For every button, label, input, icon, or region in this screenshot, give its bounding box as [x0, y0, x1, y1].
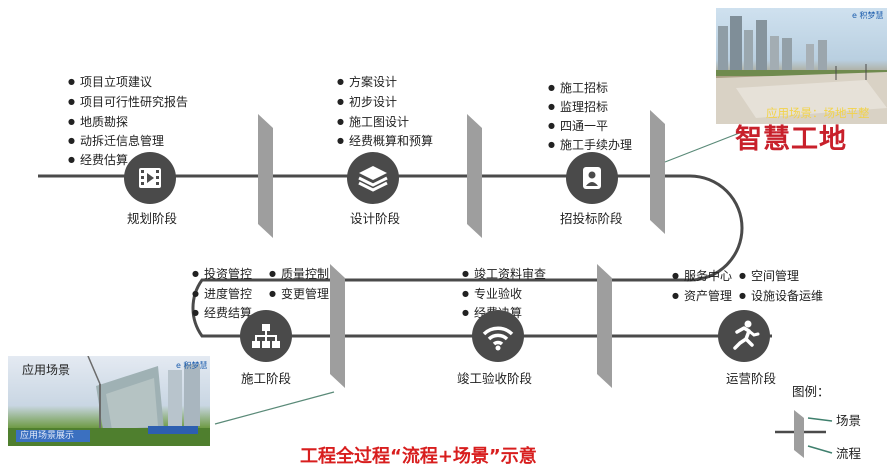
- list-item: 资产管理: [672, 290, 732, 302]
- list-item: 监理招标: [548, 101, 608, 113]
- stage-icon-design: [347, 152, 399, 204]
- list-item: 方案设计: [337, 76, 397, 88]
- person-icon: [583, 167, 601, 189]
- wifi-icon: [482, 326, 514, 351]
- scene-connector: [664, 131, 743, 163]
- stage-icon-acceptance: [472, 310, 524, 362]
- legend-arrow: [807, 445, 833, 454]
- stage-label: 设计阶段: [350, 211, 401, 226]
- stage-icon-bidding: [566, 152, 618, 204]
- stage-label: 招投标阶段: [560, 211, 623, 226]
- scene-photo-site-leveling: 应用场景：场地平整 e 积梦慧: [716, 8, 887, 124]
- legend-scene-label: 场景: [836, 413, 862, 428]
- video-icon: [139, 168, 161, 188]
- running-icon: [733, 320, 760, 350]
- org-chart-icon: [252, 324, 280, 348]
- stage-label: 竣工验收阶段: [457, 371, 533, 386]
- list-item: 项目立项建议: [68, 76, 152, 88]
- list-item: 进度管控: [192, 288, 252, 300]
- scene-divider: [467, 114, 482, 238]
- scene-photo-application: 应用场景 应用场景展示 e 积梦慧: [8, 356, 210, 446]
- scene-divider: [258, 114, 273, 238]
- legend-process-label: 流程: [836, 446, 862, 461]
- list-item: 项目可行性研究报告: [68, 96, 188, 108]
- scene-connector: [214, 391, 335, 425]
- list-item: 专业验收: [462, 288, 522, 300]
- stage-icon-operation: [718, 310, 770, 362]
- list-item: 地质勘探: [68, 116, 128, 128]
- brand-title: 智慧工地: [735, 124, 847, 155]
- list-item: 设施设备运维: [739, 290, 823, 302]
- scene-logo: e 积梦慧: [852, 11, 884, 20]
- list-item: 动拆迁信息管理: [68, 135, 164, 147]
- diagram-title: 工程全过程“流程+场景”示意: [300, 446, 537, 467]
- stage-icon-planning: [124, 152, 176, 204]
- list-item: 投资管控: [192, 268, 252, 280]
- list-item: 四通一平: [548, 120, 608, 132]
- stage-label: 运营阶段: [726, 371, 777, 386]
- scene-divider: [330, 264, 345, 388]
- list-item: 空间管理: [739, 270, 799, 282]
- list-item: 服务中心: [672, 270, 732, 282]
- list-item: 经费估算: [68, 154, 128, 166]
- list-item: 施工手续办理: [548, 139, 632, 151]
- layers-icon: [358, 166, 388, 192]
- legend-scene-marker: [794, 410, 804, 458]
- scene-caption: 应用场景: [22, 363, 71, 377]
- stage-label: 规划阶段: [127, 211, 178, 226]
- list-item: 施工招标: [548, 82, 608, 94]
- scene-divider: [650, 110, 665, 234]
- scene-logo: e 积梦慧: [176, 361, 208, 370]
- list-item: 质量控制: [269, 268, 329, 280]
- list-item: 经费结算: [192, 307, 252, 319]
- scene-sub-caption: 应用场景展示: [20, 431, 75, 441]
- list-item: 施工图设计: [337, 116, 409, 128]
- scene-divider: [597, 264, 612, 388]
- scene-caption: 应用场景：场地平整: [766, 106, 870, 120]
- stage-icon-construction: [240, 310, 292, 362]
- scene-illustration: [716, 16, 887, 124]
- scene-illustration: [8, 356, 210, 446]
- legend-title: 图例：: [792, 384, 830, 399]
- legend-arrow: [807, 417, 833, 422]
- list-item: 经费概算和预算: [337, 135, 433, 147]
- list-item: 初步设计: [337, 96, 397, 108]
- stage-label: 施工阶段: [241, 371, 292, 386]
- list-item: 变更管理: [269, 288, 329, 300]
- list-item: 竣工资料审查: [462, 268, 546, 280]
